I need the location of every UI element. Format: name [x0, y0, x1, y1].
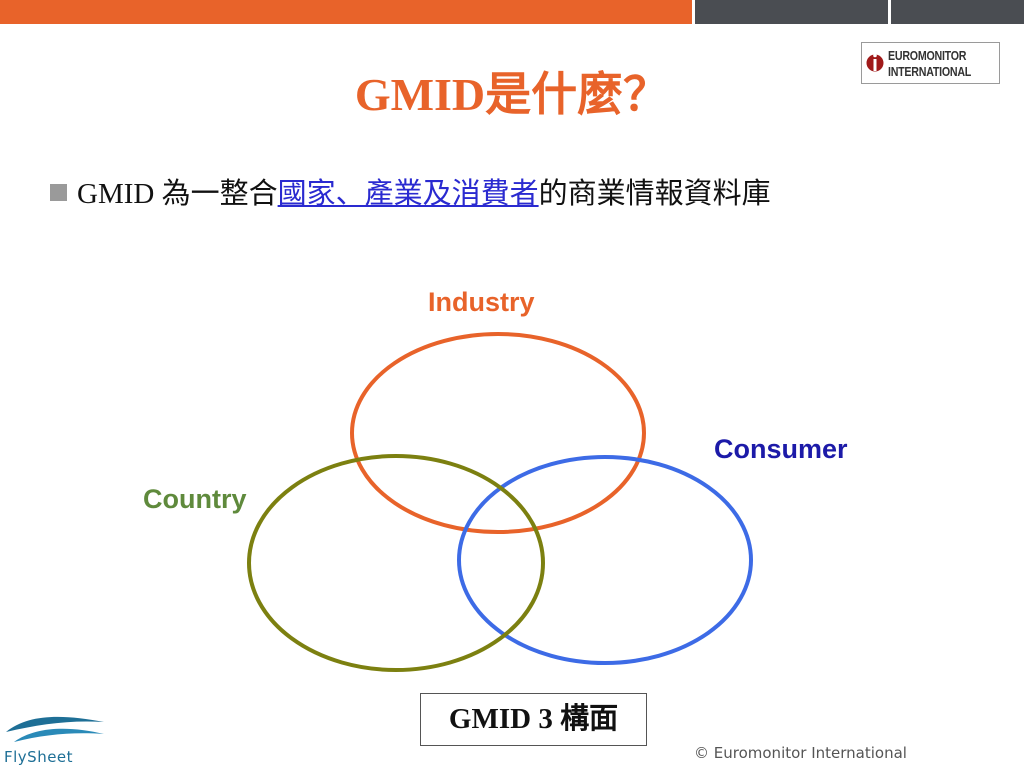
bullet-suffix: 的商業情報資料庫 — [538, 178, 771, 210]
country-circle — [247, 454, 545, 672]
flysheet-text: FlySheet — [4, 748, 74, 766]
slide-title: GMID是什麼？ — [354, 69, 670, 120]
consumer-label: Consumer — [714, 434, 848, 464]
copyright-text: © Euromonitor International — [694, 744, 907, 762]
diagram-caption: GMID 3 構面 — [420, 693, 647, 746]
bullet-prefix: GMID 為一整合 — [77, 178, 278, 210]
industry-label: Industry — [428, 287, 535, 317]
top-header-bar — [0, 0, 1024, 24]
header-orange-strip — [0, 0, 692, 24]
consumer-circle — [457, 455, 753, 665]
bullet-square-icon — [50, 183, 67, 201]
euromonitor-logo: EUROMONITOR INTERNATIONAL — [861, 42, 1000, 84]
logo-line-1: EUROMONITOR — [888, 48, 967, 63]
flysheet-wave-icon — [6, 716, 104, 742]
country-label: Country — [143, 484, 247, 514]
logo-line-2: INTERNATIONAL — [888, 64, 972, 79]
flysheet-logo: FlySheet — [0, 712, 110, 768]
euromonitor-logo-icon — [866, 53, 884, 72]
bullet-item: GMID 為一整合國家、產業及消費者的商業情報資料庫 — [50, 170, 771, 210]
bullet-link[interactable]: 國家、產業及消費者 — [277, 178, 539, 210]
industry-circle — [350, 332, 646, 534]
header-gray-strip — [695, 0, 888, 24]
header-gray-strip-right — [891, 0, 1024, 24]
